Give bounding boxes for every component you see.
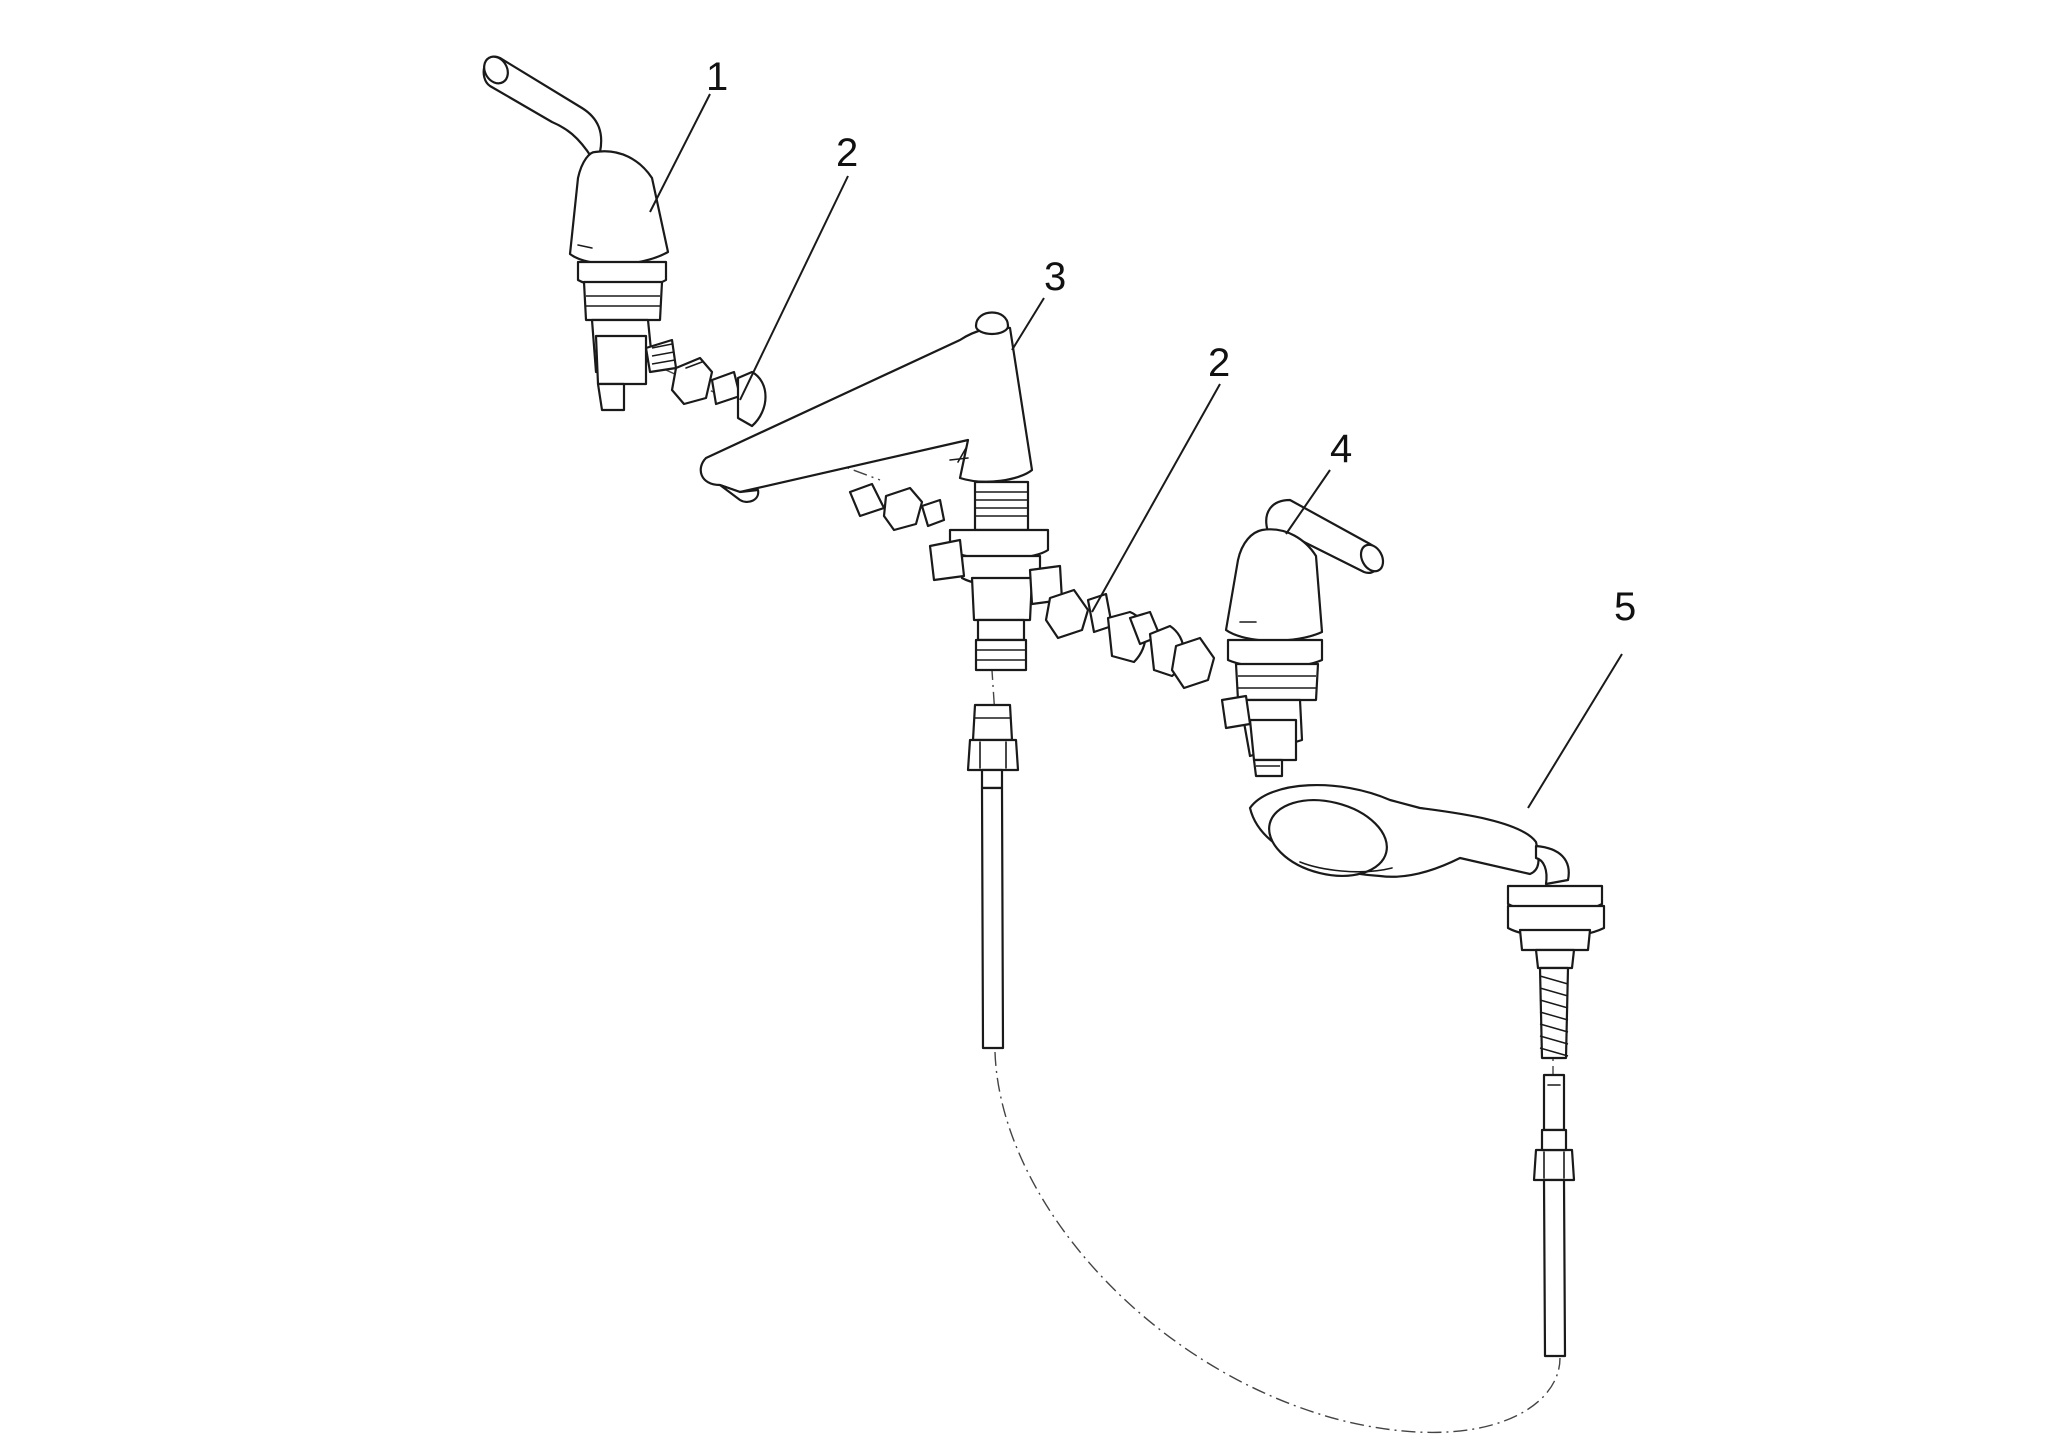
spout-hose-pipe	[980, 786, 1005, 1050]
leader-lines	[649, 93, 1623, 809]
connector-fitting-center-left[interactable]	[848, 482, 946, 532]
hand-shower[interactable]	[1248, 783, 1570, 887]
hand-shower-holder-spring	[1539, 975, 1569, 1057]
callout-labels: 1 2 3 2 4 5	[706, 55, 1636, 629]
spout-pop-up-knob[interactable]	[974, 311, 1010, 336]
callout-4: 4	[1330, 427, 1352, 471]
callout-1: 1	[706, 55, 728, 99]
hand-shower-hose-connector[interactable]	[1532, 1073, 1576, 1182]
connector-fitting-right[interactable]	[1044, 588, 1216, 690]
spout-body-thread	[975, 491, 1028, 517]
callout-2-left: 2	[836, 131, 858, 175]
right-valve-handle[interactable]	[1220, 498, 1387, 778]
hand-shower-hose-pipe	[1542, 1178, 1567, 1358]
callout-2-right: 2	[1208, 341, 1230, 385]
connector-fitting-left[interactable]	[670, 356, 767, 428]
assembly-axis-lines	[639, 357, 1561, 1434]
callout-5: 5	[1614, 585, 1636, 629]
spout-body[interactable]	[699, 311, 1064, 672]
left-valve-thread	[651, 343, 676, 365]
spout-hose-connector[interactable]	[966, 703, 1020, 790]
callout-3: 3	[1044, 255, 1066, 299]
hand-shower-holder[interactable]	[1506, 884, 1606, 1060]
left-valve-handle[interactable]	[479, 52, 678, 412]
